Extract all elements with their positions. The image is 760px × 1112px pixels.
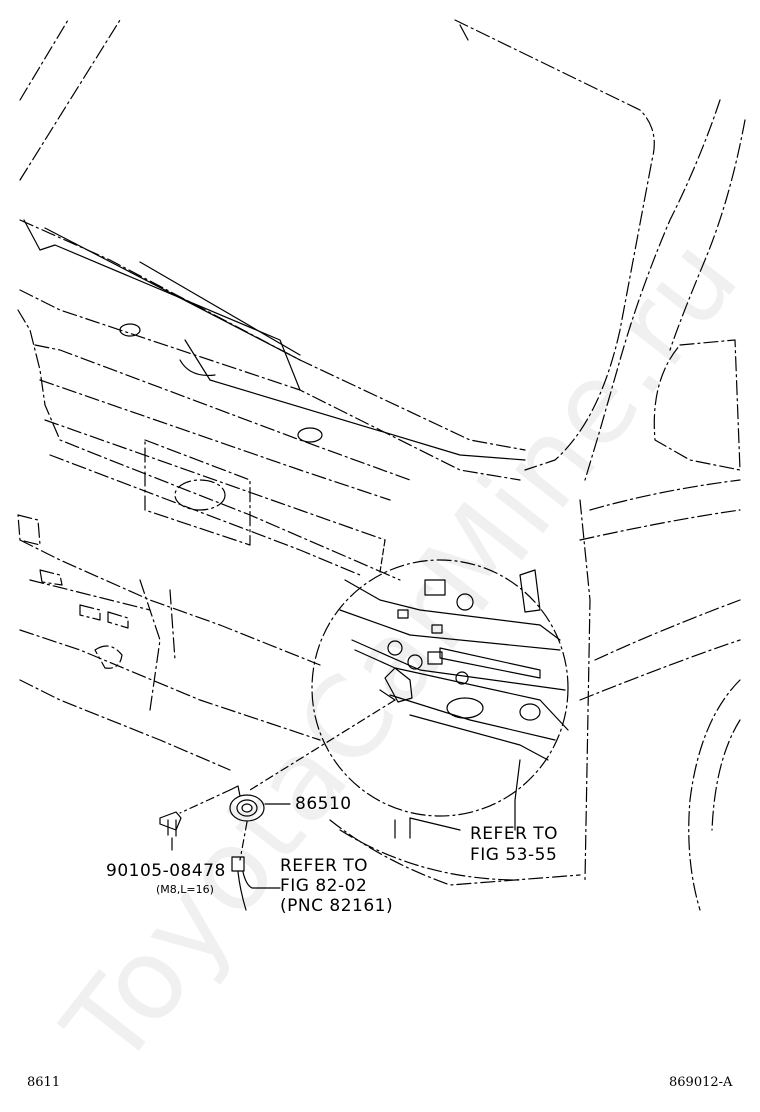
front-bumper [17,499,591,886]
label-refer-fig82-line2: FIG 82-02 [280,876,368,896]
fender-and-pillar [579,99,746,911]
drawing-id: 869012-A [669,1075,733,1090]
label-refer-fig53-line1: REFER TO [470,824,559,844]
section-code: 8611 [27,1075,61,1090]
label-refer-fig53-line2: FIG 53-55 [470,845,558,865]
bolt-90105-08478 [159,789,231,851]
wire-harness-connector [231,821,281,911]
label-horn-part: 86510 [295,794,352,814]
label-bolt-spec: (M8,L=16) [156,883,214,896]
wiper-arms [23,219,526,461]
leader-refer-fig53 [514,759,521,831]
detail-circle [311,539,569,817]
grille [17,309,411,581]
label-bolt-part: 90105-08478 [106,861,226,881]
label-refer-fig82-line1: REFER TO [280,856,369,876]
horn-86510 [229,699,396,822]
label-refer-fig82-line3: (PNC 82161) [280,896,394,916]
